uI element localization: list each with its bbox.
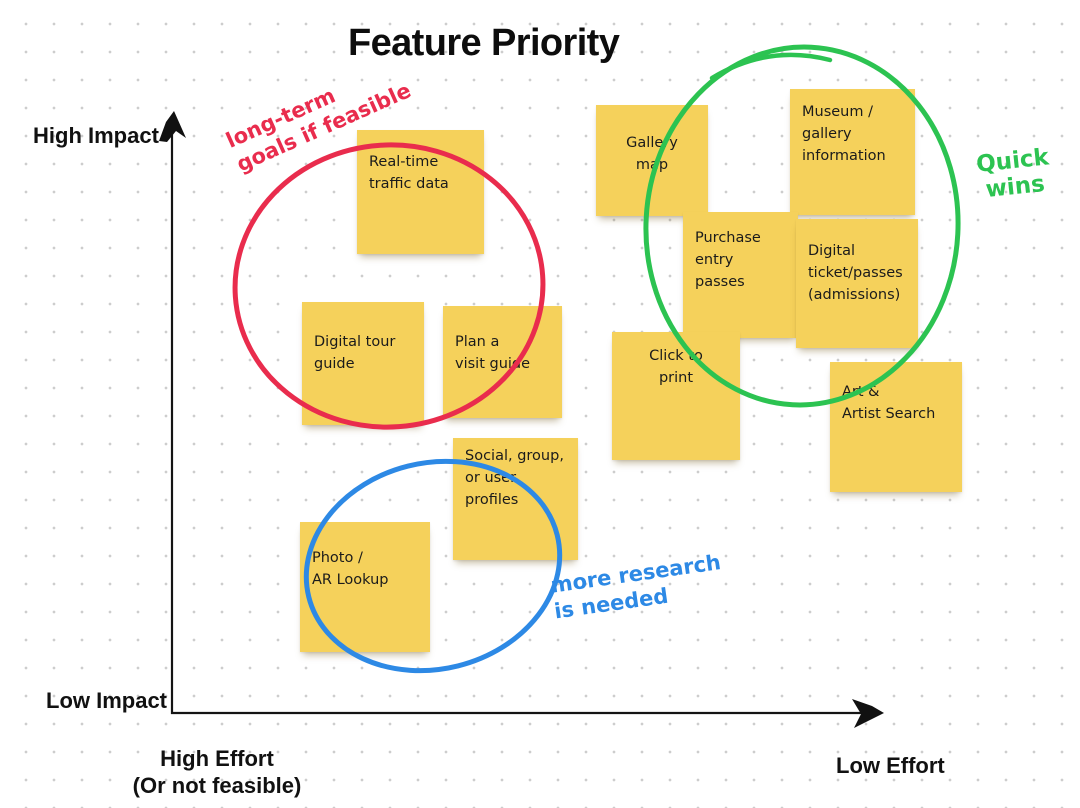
sticky-note-text: Social, group, or user profiles xyxy=(465,448,564,508)
sticky-note-text: Plan a visit guide xyxy=(455,334,531,372)
sticky-note-text: Digital tour guide xyxy=(314,334,396,372)
sticky-note-text: Museum / gallery information xyxy=(802,104,886,164)
x-axis-high-effort-label: High Effort (Or not feasible) xyxy=(132,746,302,799)
x-axis-low-effort-label: Low Effort xyxy=(836,753,945,778)
sticky-note-purchase-entry-passes[interactable]: Purchase entry passes xyxy=(683,212,798,338)
sticky-note-digital-tour-guide[interactable]: Digital tour guide xyxy=(302,302,424,425)
sticky-note-text: Gallery map xyxy=(626,135,678,173)
board-title: Feature Priority xyxy=(348,22,620,64)
sticky-note-social-group-user-profiles[interactable]: Social, group, or user profiles xyxy=(453,438,578,560)
sticky-note-digital-ticket-passes[interactable]: Digital ticket/passes (admissions) xyxy=(796,219,918,348)
sticky-note-text: Art & Artist Search xyxy=(842,384,936,422)
sticky-note-real-time-traffic-data[interactable]: Real-time traffic data xyxy=(357,130,484,254)
sticky-note-text: Real-time traffic data xyxy=(369,154,449,192)
sticky-note-museum-gallery-information[interactable]: Museum / gallery information xyxy=(790,89,915,215)
y-axis-arrowhead-icon xyxy=(159,111,186,142)
green-marker-annotation[interactable]: Quick wins xyxy=(975,144,1051,204)
green-marker-swirl xyxy=(709,52,833,81)
blue-marker-annotation[interactable]: more research is needed xyxy=(549,550,723,624)
sticky-note-text: Purchase entry passes xyxy=(695,230,761,290)
y-axis-high-impact-label: High Impact xyxy=(33,123,159,148)
sticky-note-art-artist-search[interactable]: Art & Artist Search xyxy=(830,362,962,492)
sticky-note-gallery-map[interactable]: Gallery map xyxy=(596,105,708,216)
sticky-note-photo-ar-lookup[interactable]: Photo / AR Lookup xyxy=(300,522,430,652)
x-axis-arrowhead-icon xyxy=(852,699,884,728)
sticky-note-plan-a-visit-guide[interactable]: Plan a visit guide xyxy=(443,306,562,418)
y-axis-low-impact-label: Low Impact xyxy=(46,688,168,713)
sticky-note-text: Click to print xyxy=(649,348,703,386)
sticky-note-text: Photo / AR Lookup xyxy=(312,550,389,588)
sticky-note-text: Digital ticket/passes (admissions) xyxy=(808,243,903,303)
sticky-note-click-to-print[interactable]: Click to print xyxy=(612,332,740,460)
